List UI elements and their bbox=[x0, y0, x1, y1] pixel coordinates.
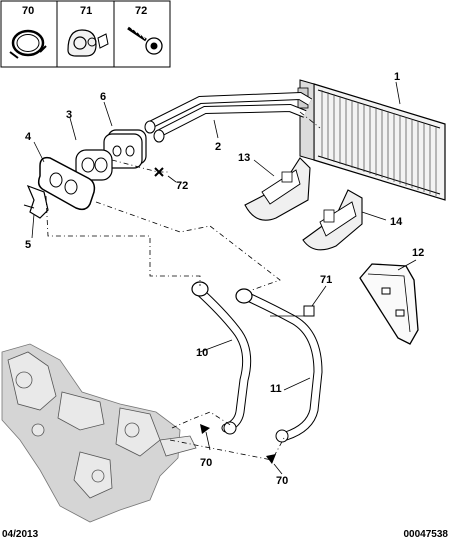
legend-label-72: 72 bbox=[135, 5, 147, 17]
callouts: 1 2 3 6 4 5 72 13 14 12 71 10 11 70 70 bbox=[25, 71, 424, 487]
flange-4 bbox=[37, 156, 96, 211]
fixing-71-marker bbox=[303, 305, 315, 317]
seal-6 bbox=[103, 129, 147, 169]
fixing-72-marker bbox=[154, 167, 164, 177]
screw-icon bbox=[127, 25, 163, 55]
legend-label-71: 71 bbox=[80, 5, 92, 17]
clip-5 bbox=[23, 184, 49, 219]
callout-70-a: 70 bbox=[200, 457, 212, 469]
callout-70-b: 70 bbox=[276, 475, 288, 487]
callout-72: 72 bbox=[176, 180, 188, 192]
callout-5: 5 bbox=[25, 239, 31, 251]
heater-matrix bbox=[297, 79, 446, 201]
fixing-70-markers bbox=[200, 424, 276, 464]
pipe-clip-icon bbox=[67, 29, 109, 57]
cover-12 bbox=[359, 263, 419, 345]
callout-11: 11 bbox=[270, 383, 282, 395]
callout-10: 10 bbox=[196, 347, 208, 359]
heater-pipes bbox=[144, 91, 313, 143]
callout-6: 6 bbox=[100, 91, 106, 103]
callout-3: 3 bbox=[66, 109, 72, 121]
bracket-13 bbox=[244, 157, 311, 221]
seal-3 bbox=[75, 149, 113, 181]
bracket-14 bbox=[302, 189, 363, 251]
callout-14: 14 bbox=[390, 216, 403, 228]
callout-4: 4 bbox=[25, 131, 32, 143]
footer-reference: 00047538 bbox=[403, 529, 449, 540]
leader-lines bbox=[31, 81, 417, 475]
engine-outline bbox=[1, 343, 197, 523]
hose-11 bbox=[235, 288, 323, 443]
callout-71: 71 bbox=[320, 274, 332, 286]
callout-13: 13 bbox=[238, 152, 250, 164]
callout-2: 2 bbox=[215, 141, 221, 153]
hose-clamp-icon bbox=[9, 29, 47, 59]
legend: 70 71 72 bbox=[0, 0, 171, 68]
callout-1: 1 bbox=[394, 71, 400, 83]
hose-10 bbox=[191, 281, 252, 435]
callout-12: 12 bbox=[412, 247, 424, 259]
footer-date: 04/2013 bbox=[2, 529, 39, 540]
assembly-lines bbox=[45, 111, 321, 461]
legend-label-70: 70 bbox=[22, 5, 34, 17]
